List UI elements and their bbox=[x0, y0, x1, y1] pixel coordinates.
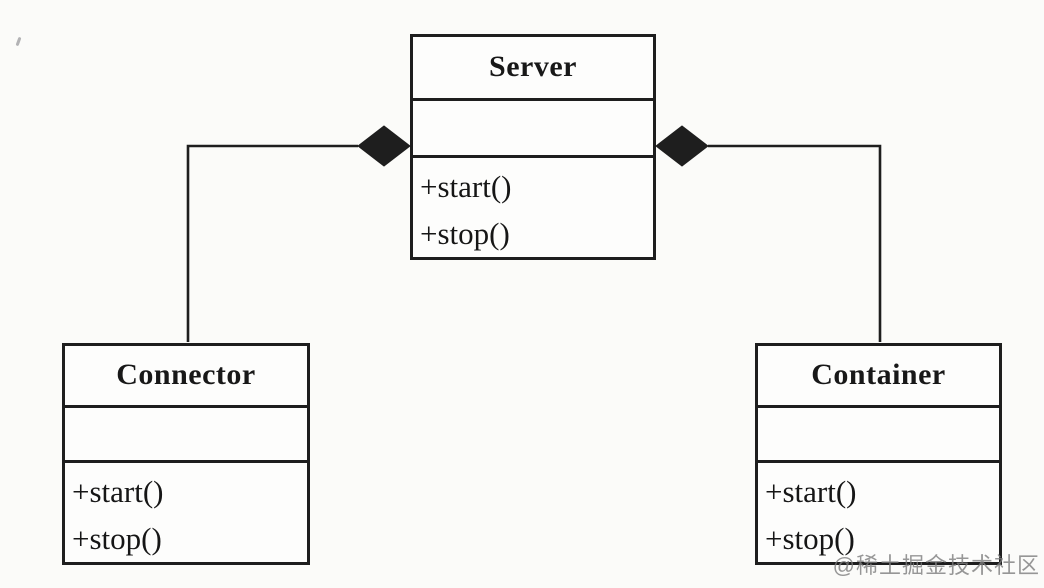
class-methods-server: +start() +stop() bbox=[413, 158, 653, 257]
class-name-container: Container bbox=[758, 346, 999, 408]
class-name-connector: Connector bbox=[65, 346, 307, 408]
method-label: +stop() bbox=[765, 521, 855, 556]
link-line bbox=[708, 144, 882, 342]
class-methods-container: +start() +stop() bbox=[758, 463, 999, 562]
composition-diamond-icon bbox=[357, 125, 411, 167]
class-box-container: Container +start() +stop() bbox=[755, 343, 1002, 565]
method-label: +stop() bbox=[420, 216, 510, 251]
composition-link-server-container bbox=[655, 125, 882, 342]
class-attributes-server-empty bbox=[413, 101, 653, 158]
scan-speck-artifact bbox=[15, 36, 22, 47]
watermark-text: @稀土掘金技术社区 bbox=[832, 553, 1040, 578]
class-box-connector: Connector +start() +stop() bbox=[62, 343, 310, 565]
composition-diamond-icon bbox=[655, 125, 709, 167]
composition-link-server-connector bbox=[186, 125, 411, 342]
class-attributes-connector-empty bbox=[65, 408, 307, 463]
class-methods-connector: +start() +stop() bbox=[65, 463, 307, 562]
class-name-server: Server bbox=[413, 37, 653, 101]
method-label: +start() bbox=[72, 474, 164, 509]
class-attributes-container-empty bbox=[758, 408, 999, 463]
link-line bbox=[186, 144, 358, 342]
class-box-server: Server +start() +stop() bbox=[410, 34, 656, 260]
method-label: +start() bbox=[420, 169, 512, 204]
method-label: +start() bbox=[765, 474, 857, 509]
method-label: +stop() bbox=[72, 521, 162, 556]
